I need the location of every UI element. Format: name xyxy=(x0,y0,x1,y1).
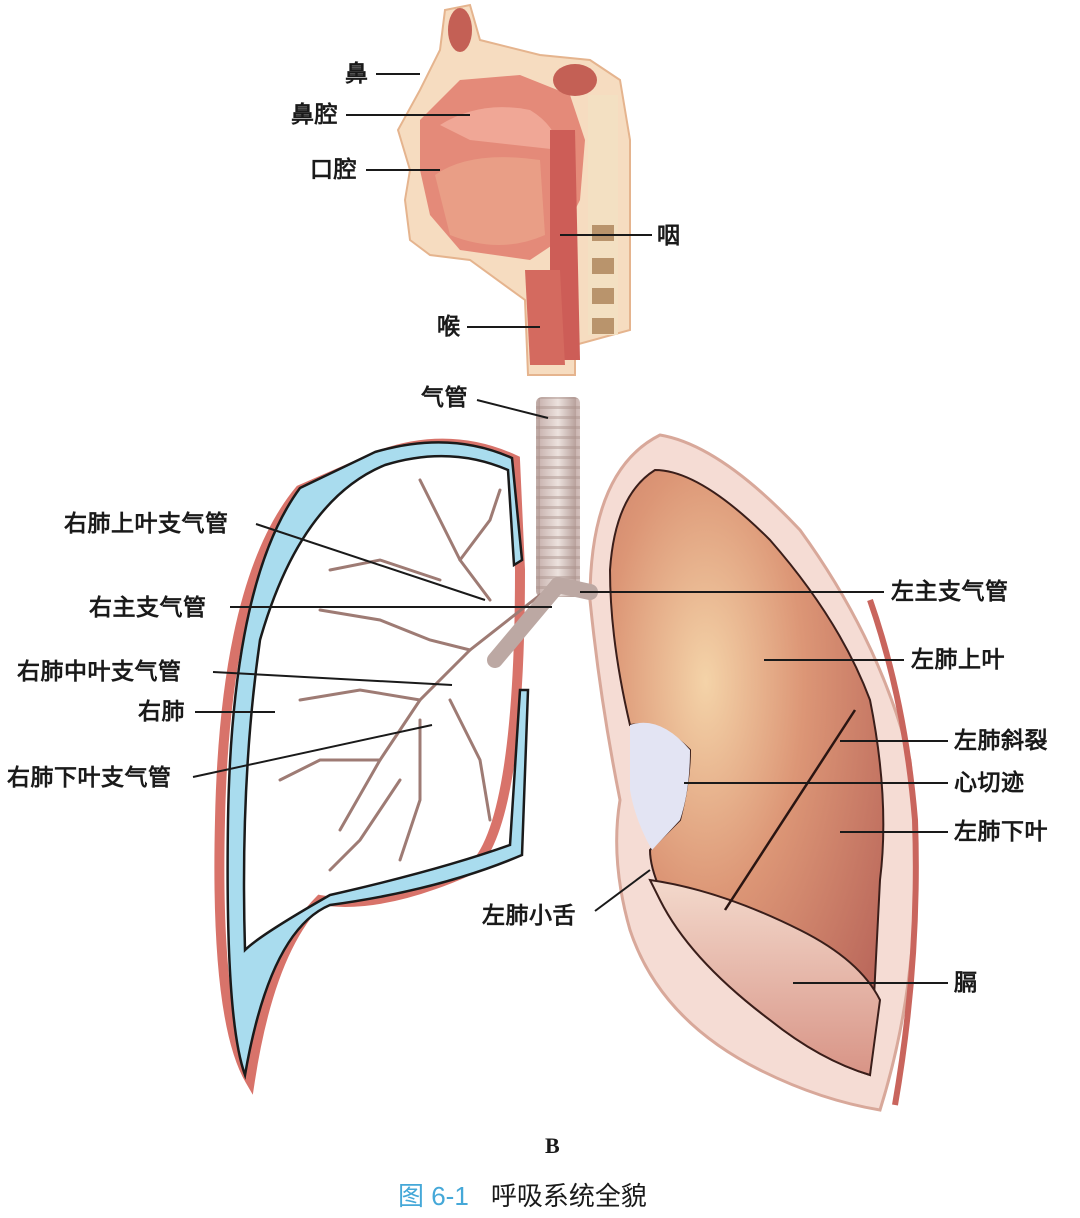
label-left-oblique-fissure: 左肺斜裂 xyxy=(954,728,1048,754)
left-lung xyxy=(588,433,919,1112)
label-right-lower-lobe-bronchus: 右肺下叶支气管 xyxy=(7,765,172,791)
label-nasal-cavity: 鼻腔 xyxy=(291,102,338,128)
caption-number: 图 6-1 xyxy=(398,1181,469,1211)
label-trachea: 气管 xyxy=(421,385,468,411)
label-pharynx: 咽 xyxy=(657,223,681,249)
label-larynx: 喉 xyxy=(437,314,461,340)
label-right-middle-lobe-bronchus: 右肺中叶支气管 xyxy=(17,659,182,685)
leader-lines xyxy=(192,73,948,984)
label-oral-cavity: 口腔 xyxy=(310,157,357,183)
label-right-upper-lobe-bronchus: 右肺上叶支气管 xyxy=(64,511,229,537)
label-right-lung: 右肺 xyxy=(138,699,185,725)
label-lingula: 左肺小舌 xyxy=(482,903,576,929)
label-right-main-bronchus: 右主支气管 xyxy=(89,595,207,621)
label-cardiac-notch: 心切迹 xyxy=(954,770,1025,796)
panel-letter: B xyxy=(545,1133,560,1158)
label-nose: 鼻 xyxy=(345,61,369,87)
caption-title: 呼吸系统全貌 xyxy=(490,1182,647,1212)
label-left-upper-lobe: 左肺上叶 xyxy=(911,647,1005,673)
head-section xyxy=(396,3,631,376)
trachea-shape xyxy=(536,397,580,597)
figure-caption: 图 6-1 呼吸系统全貌 xyxy=(398,1180,647,1213)
label-left-main-bronchus: 左主支气管 xyxy=(891,579,1009,605)
label-left-lower-lobe: 左肺下叶 xyxy=(954,819,1048,845)
label-diaphragm: 膈 xyxy=(954,970,978,996)
